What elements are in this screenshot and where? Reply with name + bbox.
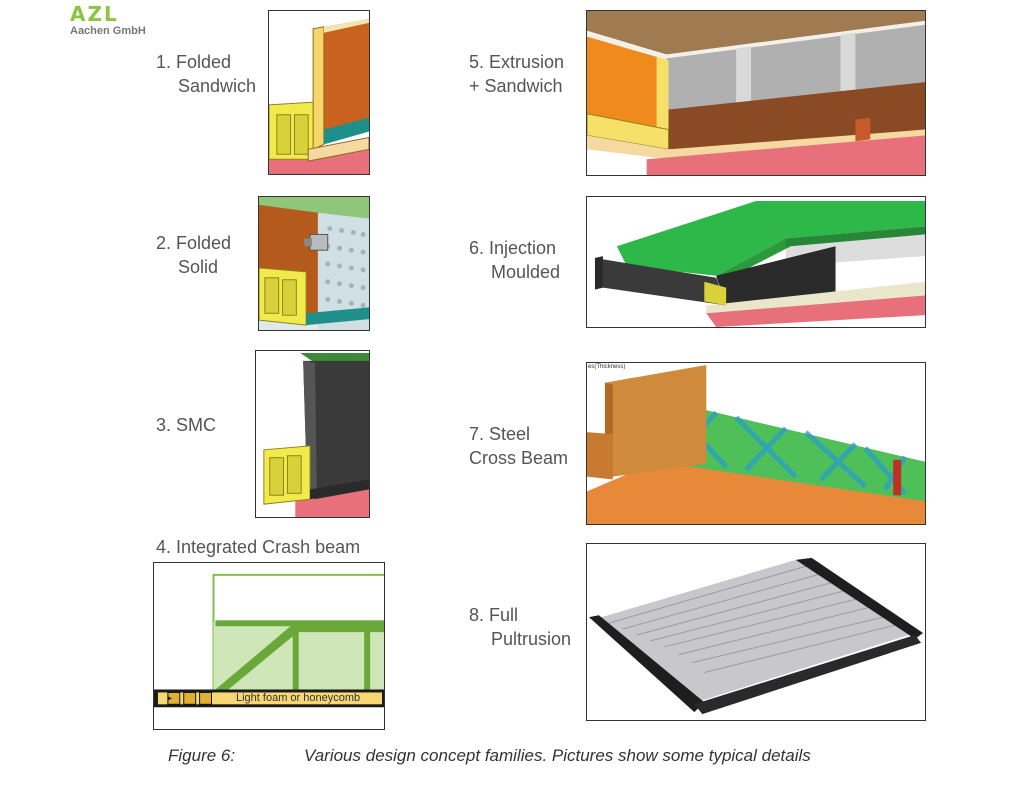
concept-8-line1: 8. Full [469, 605, 519, 625]
concept-3-line1: 3. SMC [156, 415, 217, 435]
concept-3-image [255, 350, 370, 518]
concept-1-line1: 1. Folded [156, 52, 232, 72]
concept-3-label: 3. SMC [156, 413, 216, 437]
concept-2-image [258, 196, 370, 331]
concept-7-line1: 7. Steel [469, 424, 531, 444]
concept-6-label: 6. Injection Moulded [469, 236, 560, 284]
figure-number: Figure 6: [168, 746, 236, 765]
concept-2-label: 2. Folded Solid [156, 231, 231, 279]
concept-7-line2: Cross Beam [469, 448, 569, 468]
figure-caption: Various design concept families. Picture… [304, 746, 811, 765]
concept-4-line1: 4. Integrated Crash beam [156, 537, 361, 557]
concept-5-line1: 5. Extrusion [469, 52, 565, 72]
concept-7-image: es(Thickness) [586, 362, 926, 525]
concept-8-line2: Pultrusion [491, 629, 572, 649]
concept-5-image [586, 10, 926, 176]
concept-2-line1: 2. Folded [156, 233, 232, 253]
concept-2-line2: Solid [178, 257, 219, 277]
concept-6-line2: Moulded [491, 262, 561, 282]
concept-8-image [586, 543, 926, 721]
concept-1-line2: Sandwich [178, 76, 257, 96]
panel-7-note: es(Thickness) [588, 364, 626, 370]
concept-7-label: 7. Steel Cross Beam [469, 422, 568, 470]
concept-5-line2: + Sandwich [469, 76, 563, 96]
concept-4-label: 4. Integrated Crash beam [156, 535, 360, 559]
concept-6-line1: 6. Injection [469, 238, 557, 258]
concept-6-image [586, 196, 926, 328]
concept-1-label: 1. Folded Sandwich [156, 50, 256, 98]
concept-8-label: 8. Full Pultrusion [469, 603, 571, 651]
concept-4-image: Light foam or honeycomb [153, 562, 385, 730]
logo-mark: AZL [70, 2, 119, 26]
company-logo: AZL Aachen GmbH [70, 4, 150, 40]
concept-1-image [268, 10, 370, 175]
logo-company-name: Aachen GmbH [70, 25, 146, 37]
concept-5-label: 5. Extrusion + Sandwich [469, 50, 564, 98]
panel-4-note: Light foam or honeycomb [236, 692, 361, 704]
